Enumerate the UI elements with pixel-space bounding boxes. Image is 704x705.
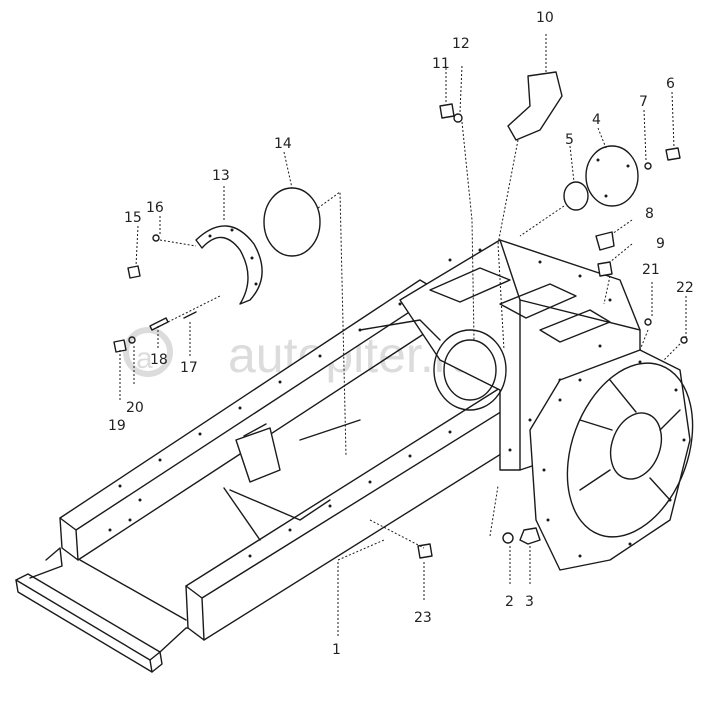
washer-7	[644, 162, 652, 170]
callout-18: 18	[150, 352, 168, 368]
callout-6: 6	[666, 76, 675, 92]
callout-16: 16	[146, 200, 164, 216]
callout-13: 13	[212, 168, 230, 184]
callout-1: 1	[332, 642, 341, 658]
callout-21: 21	[642, 262, 660, 278]
callout-3: 3	[525, 594, 534, 610]
plug	[439, 103, 455, 119]
callout-9: 9	[656, 236, 665, 252]
callout-17: 17	[180, 360, 198, 376]
callout-23: 23	[414, 610, 432, 626]
callout-4: 4	[592, 112, 601, 128]
cover-segment	[507, 71, 563, 141]
callout-22: 22	[676, 280, 694, 296]
plug-23	[417, 543, 433, 559]
callout-15: 15	[124, 210, 142, 226]
callout-8: 8	[645, 206, 654, 222]
sensor-9	[597, 261, 613, 277]
pin-18	[149, 317, 169, 331]
callout-10: 10	[536, 10, 554, 26]
plug-22	[680, 336, 688, 344]
callout-7: 7	[639, 94, 648, 110]
gasket-ring	[195, 225, 263, 305]
fitting-8	[595, 231, 615, 251]
callout-11: 11	[432, 56, 450, 72]
bolt-6	[665, 147, 681, 161]
plug-21	[644, 318, 652, 326]
bolt-15	[127, 265, 141, 279]
callout-labels: 1 2 3 4 5 6 7 8 9 10 11 12 13 14 15 16 1…	[108, 10, 694, 658]
cover-plate	[585, 145, 639, 207]
o-ring-large	[263, 187, 321, 257]
washer-2	[502, 532, 514, 544]
watermark-logo-glyph: a	[136, 342, 153, 375]
callout-19: 19	[108, 418, 126, 434]
washer-16	[152, 234, 160, 242]
callout-5: 5	[565, 132, 574, 148]
nut-3	[519, 527, 541, 545]
callout-20: 20	[126, 400, 144, 416]
washer-20	[128, 336, 136, 344]
pin-17	[183, 311, 197, 319]
callout-12: 12	[452, 36, 470, 52]
bell-housing	[529, 349, 694, 571]
callout-2: 2	[505, 594, 514, 610]
o-ring-small	[563, 181, 589, 211]
washer-12	[453, 113, 463, 123]
callout-14: 14	[274, 136, 292, 152]
bolt-19	[113, 339, 127, 353]
leader-lines	[119, 34, 687, 636]
